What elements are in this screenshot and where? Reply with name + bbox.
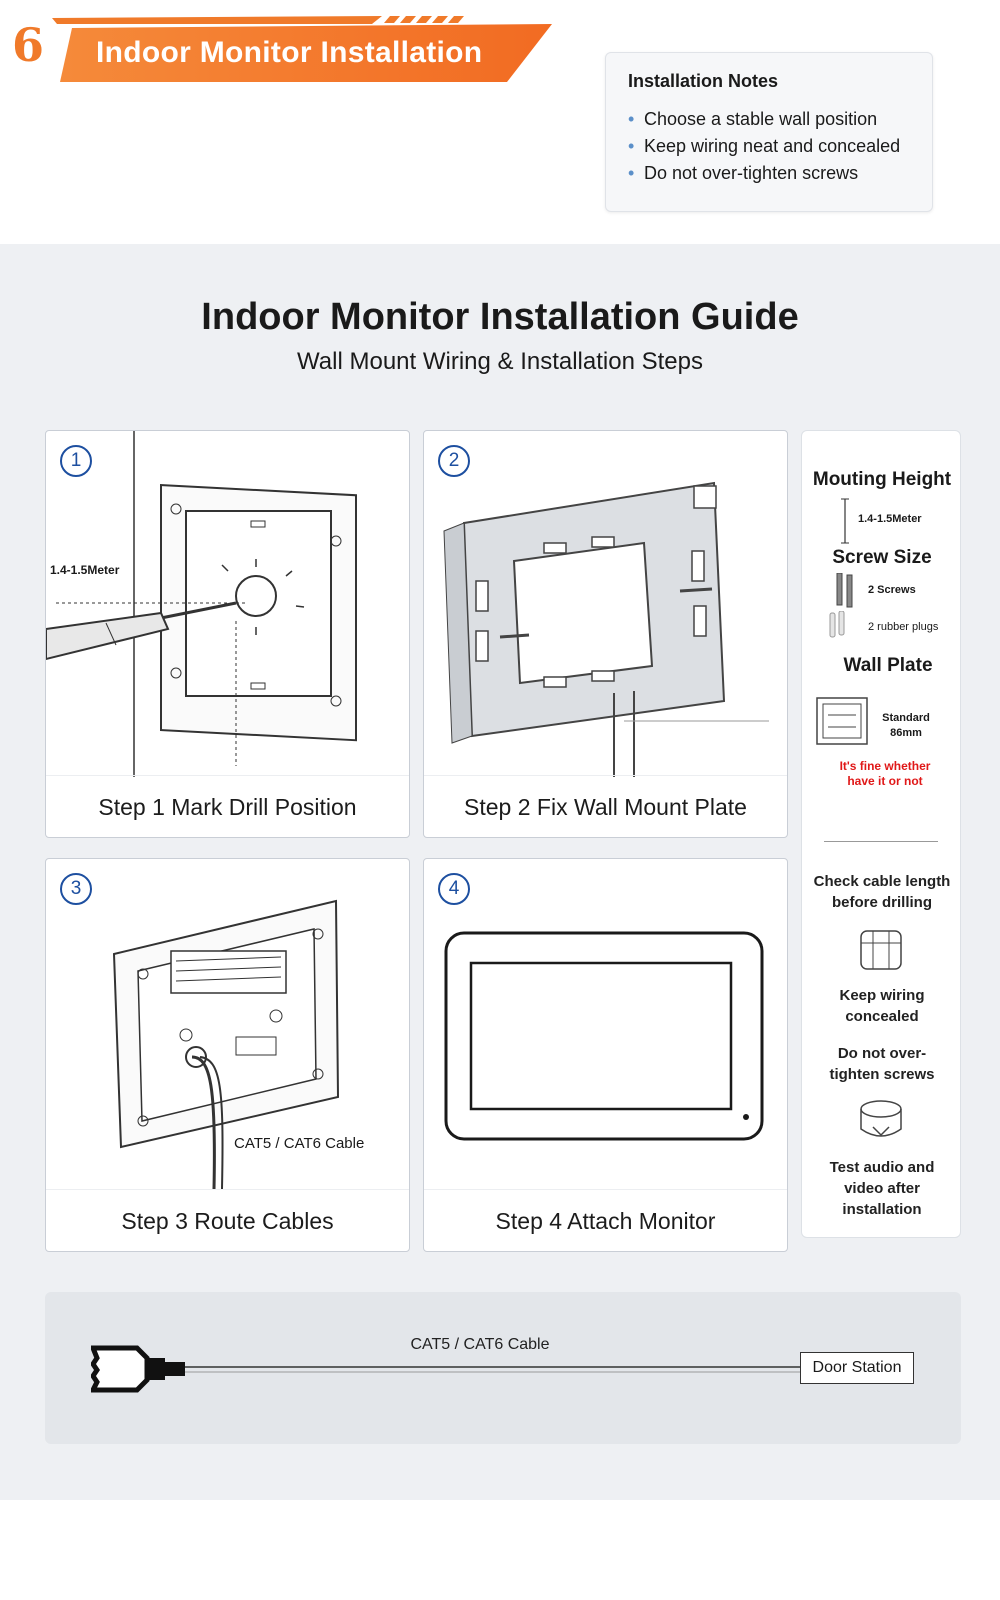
drill-height-label: 1.4-1.5Meter [50, 563, 120, 577]
step-caption: Step 3 Route Cables [46, 1189, 409, 1251]
tip-line: Do not over- [837, 1045, 927, 1062]
guide-subtitle: Wall Mount Wiring & Installation Steps [297, 348, 703, 375]
divider [824, 841, 938, 842]
guide-title: Indoor Monitor Installation Guide [201, 296, 799, 338]
title-banner [52, 16, 552, 82]
mounting-height-value: 1.4-1.5Meter [858, 513, 922, 525]
tip-line: concealed [845, 1008, 919, 1025]
notes-title: Installation Notes [628, 71, 779, 91]
installation-notes-card: Installation Notes Choose a stable wall … [605, 52, 933, 212]
wall-plate-spec: Standard 86mm [878, 711, 934, 741]
tip-line: installation [842, 1201, 922, 1218]
wall-plate-note-line: It's fine whether [839, 759, 931, 773]
wall-plate-title: Wall Plate [843, 655, 933, 676]
wall-plate-illustration [443, 481, 769, 777]
tip-testing: Test audio and video after installation [802, 1157, 962, 1220]
note-item: Choose a stable wall position [628, 106, 910, 133]
step-2-card: 2 Step 2 Fix Wall Mount Plate [423, 430, 788, 838]
speaker-test-icon [860, 1100, 902, 1137]
screws-label: 2 Screws [868, 584, 916, 596]
wall-plate-note-line: have it or not [847, 774, 923, 788]
step-number-badge: 4 [438, 873, 470, 905]
cable-label: CAT5 / CAT6 Cable [410, 1336, 550, 1353]
tip-line: Check cable length [813, 873, 951, 890]
tip-wiring: Keep wiring concealed [802, 985, 962, 1027]
step-1-card: 1.4-1.5Meter 1 Step 1 Mark Drill Positio… [45, 430, 410, 838]
rubber-plug-icon [829, 611, 845, 638]
cable-route-illustration [112, 899, 340, 1189]
note-item: Do not over-tighten screws [628, 160, 910, 187]
tip-line: Keep wiring [839, 987, 925, 1004]
tip-line: video after [844, 1180, 920, 1197]
wall-plate-standard: Standard [882, 712, 930, 724]
section-number: 6 [12, 18, 45, 72]
notes-list: Choose a stable wall position Keep wirin… [628, 106, 910, 187]
height-marker-icon [841, 498, 849, 544]
junction-box-icon [860, 930, 902, 970]
tip-screws: Do not over- tighten screws [802, 1043, 962, 1085]
mounting-height-title: Mouting Height [812, 469, 952, 490]
rj45-connector-icon [91, 1345, 811, 1393]
step-number-badge: 1 [60, 445, 92, 477]
cable-type-label: CAT5 / CAT6 Cable [234, 1135, 365, 1152]
step-caption: Step 1 Mark Drill Position [46, 775, 409, 837]
step-caption: Step 4 Attach Monitor [424, 1189, 787, 1251]
tip-line: before drilling [831, 894, 932, 911]
wall-plate-size: 86mm [890, 727, 922, 739]
door-station-label: Door Station [800, 1352, 914, 1384]
page-title: Indoor Monitor Installation [96, 36, 483, 69]
step-4-card: 4 Step 4 Attach Monitor [423, 858, 788, 1252]
specs-side-panel: Mouting Height 1.4-1.5Meter Screw Size 2… [801, 430, 961, 1238]
wall-plate-icon [816, 697, 868, 745]
drill-illustration [46, 431, 357, 777]
screw-size-title: Screw Size [832, 547, 932, 568]
tip-line: Test audio and [829, 1159, 935, 1176]
plugs-label: 2 rubber plugs [868, 621, 939, 633]
screw-icon [836, 573, 853, 608]
installation-guide: Indoor Monitor Installation Guide Wall M… [0, 244, 1000, 1500]
tip-cable-length: Check cable length before drilling [802, 871, 962, 913]
step-number-badge: 2 [438, 445, 470, 477]
step-caption: Step 2 Fix Wall Mount Plate [424, 775, 787, 837]
monitor-illustration [444, 931, 764, 1141]
step-number-badge: 3 [60, 873, 92, 905]
wall-plate-note: It's fine whether have it or not [802, 759, 962, 789]
step-3-card: CAT5 / CAT6 Cable 3 Step 3 Route Cables [45, 858, 410, 1252]
note-item: Keep wiring neat and concealed [628, 133, 910, 160]
cable-diagram: CAT5 / CAT6 Cable Door Station [45, 1292, 961, 1444]
tip-line: tighten screws [829, 1066, 935, 1083]
